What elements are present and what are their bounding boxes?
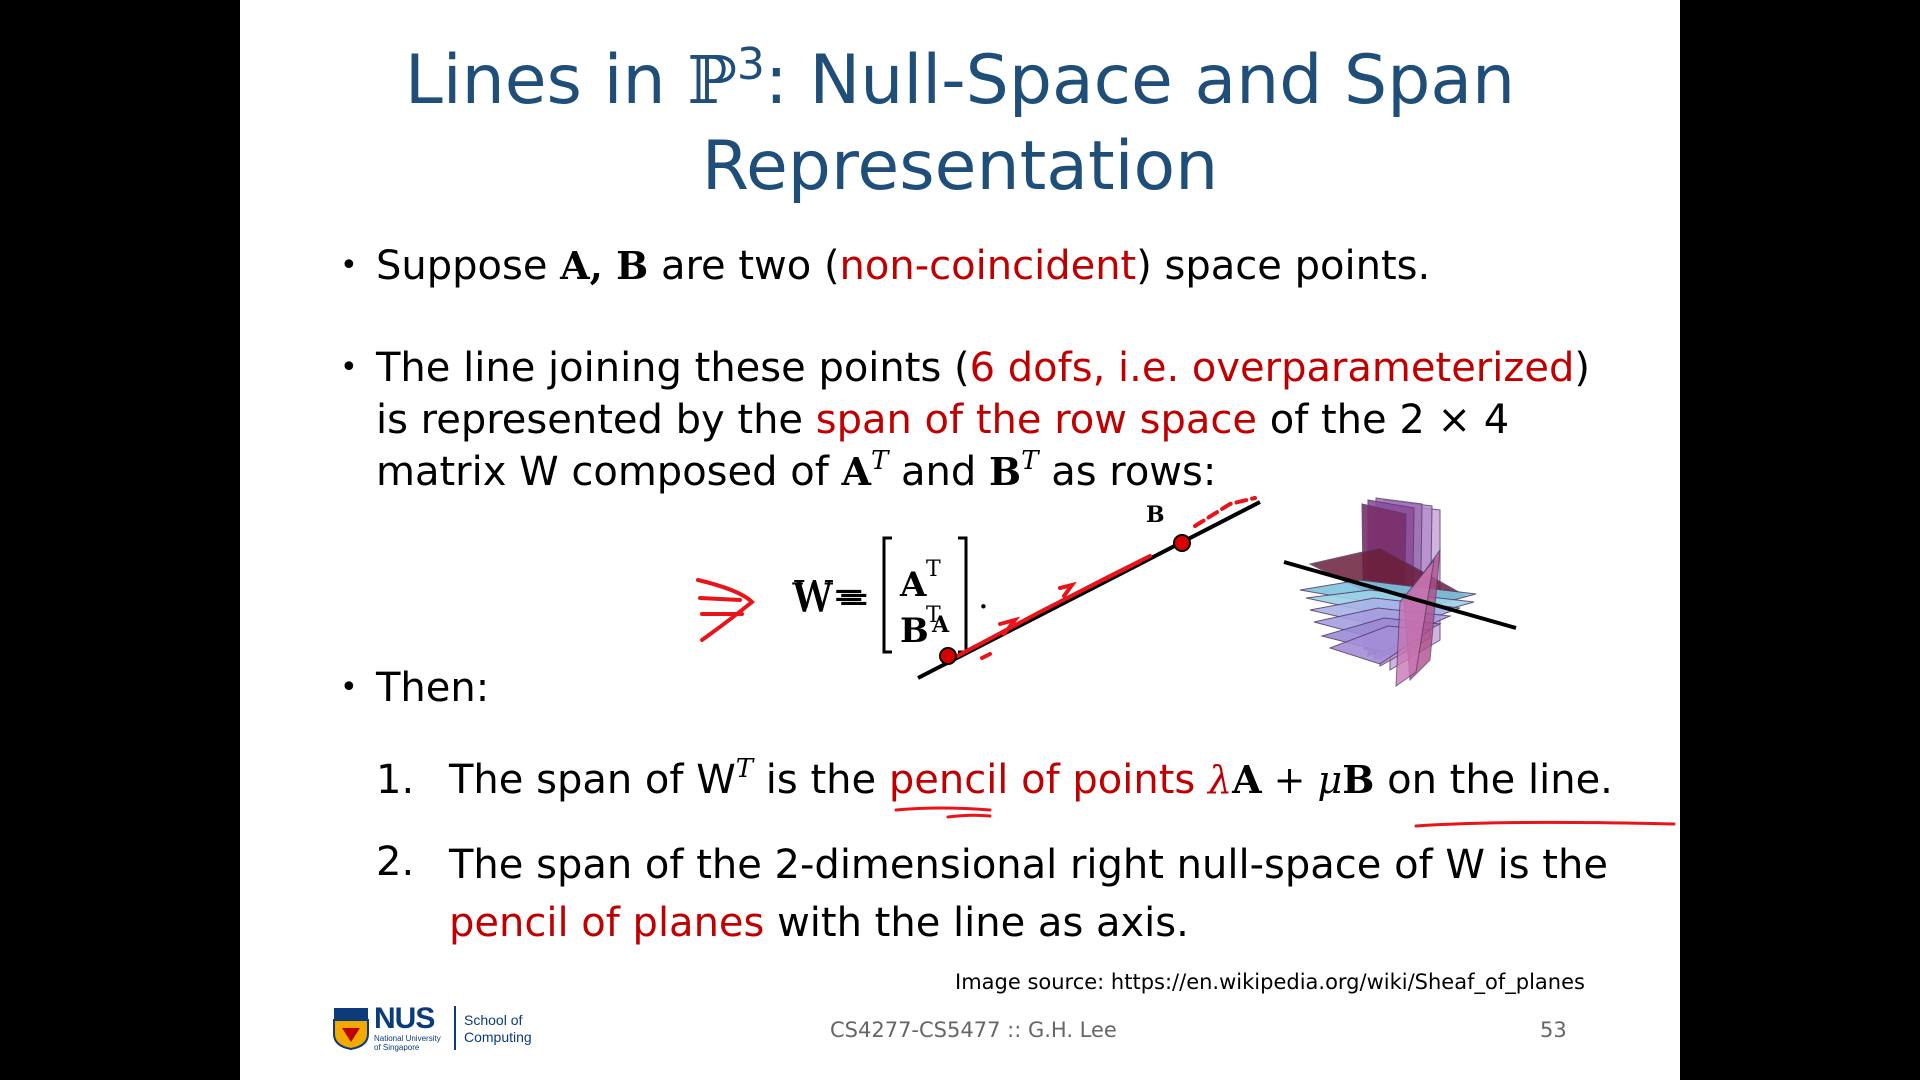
underline-on-line: [1414, 820, 1676, 828]
ink-underlines: [894, 806, 1676, 828]
math-plus: +: [1261, 758, 1318, 802]
projective-space-symbol: ℙ: [687, 42, 737, 119]
school-of-computing: School of Computing: [464, 1012, 532, 1046]
point-a: [939, 647, 957, 665]
matrix-period: .: [978, 577, 989, 617]
transpose-sup: T: [735, 754, 754, 784]
text-run: The line joining these points (: [376, 345, 970, 391]
course-footer: CS4277-CS5477 :: G.H. Lee: [830, 1018, 1117, 1042]
image-source: Image source: https://en.wikipedia.org/w…: [955, 970, 1585, 994]
matrix-row-a: A: [899, 565, 927, 605]
text-run: and: [888, 449, 990, 495]
underline-wt: [894, 806, 992, 812]
matrix-equals: =: [837, 576, 871, 622]
point-b: [1173, 534, 1191, 552]
school-line-1: School of: [464, 1012, 523, 1028]
list-item-2-text: The span of the 2-dimensional right null…: [449, 836, 1629, 952]
title-exponent: 3: [736, 39, 765, 90]
math-a: A: [1232, 757, 1262, 802]
math-mu: μ: [1317, 758, 1343, 802]
matrix-lhs: W: [792, 576, 833, 622]
matrix-eq-sign: =: [832, 572, 866, 618]
pencil-of-planes-figure: [1283, 497, 1517, 687]
nus-wordmark: NUS: [374, 1002, 435, 1035]
highlight-pencil-of-points: pencil of points: [888, 757, 1208, 803]
ink-implies-arrow: [696, 578, 755, 642]
math-a: A: [841, 449, 871, 494]
text-run: on the line.: [1374, 757, 1613, 803]
bullet-suppose-text: Suppose A, B are two (non-coincident) sp…: [376, 240, 1616, 292]
highlight-pencil-of-planes: pencil of planes: [449, 900, 765, 946]
bullet-marker: •: [340, 248, 358, 283]
title-suffix: : Null-Space and Span: [764, 41, 1516, 120]
math-points: A, B: [560, 243, 649, 288]
text-run: The span of W: [449, 757, 736, 803]
underline-wt-2: [946, 813, 992, 819]
bullet-line-joining-text: The line joining these points (6 dofs, i…: [376, 342, 1596, 498]
matrix-lhs-w: W: [794, 573, 833, 617]
matrix-row-b-sup: T: [926, 603, 941, 628]
text-run: with the line as axis.: [764, 900, 1189, 946]
text-run: are two (: [648, 243, 840, 289]
text-run: as rows:: [1038, 449, 1217, 495]
text-run: ) is represented by the: [376, 345, 1590, 443]
logo-divider: [454, 1006, 456, 1050]
bullet-marker: •: [340, 350, 358, 385]
math-b: B: [989, 449, 1022, 494]
list-item-1-text: The span of WT is the pencil of points λ…: [449, 754, 1629, 806]
school-line-2: Computing: [464, 1029, 532, 1045]
title-prefix: Lines in: [404, 41, 688, 120]
left-bracket: [882, 536, 892, 654]
bullet-marker: •: [340, 670, 358, 705]
matrix-row-b: B: [900, 611, 929, 651]
text-run: ) space points.: [1136, 243, 1431, 289]
text-run: Suppose: [376, 243, 561, 289]
label-a: A: [931, 612, 950, 638]
list-number: 2.: [376, 839, 415, 885]
page-number: 53: [1540, 1018, 1567, 1042]
nus-logo: NUS National University of Singapore Sch…: [332, 1002, 532, 1054]
nus-subtitle: National University of Singapore: [374, 1034, 441, 1052]
axis-line: [1283, 560, 1517, 630]
highlight-non-coincident: non-coincident: [839, 243, 1137, 289]
math-lambda: λ: [1207, 758, 1233, 802]
highlight-dofs: 6 dofs, i.e. overparameterized: [969, 345, 1575, 391]
title-line-1: Lines in ℙ3: Null-Space and Span: [240, 38, 1680, 124]
transpose-sup: T: [1021, 446, 1039, 476]
text-run: The span of the 2-dimensional right null…: [449, 842, 1608, 888]
list-number: 1.: [376, 757, 415, 803]
text-run: of the 2 × 4 matrix W composed of: [376, 397, 1510, 495]
plane-sheaf: [1299, 497, 1477, 687]
highlight-span-row-space: span of the row space: [815, 397, 1257, 443]
slide: Lines in ℙ3: Null-Space and Span Represe…: [240, 0, 1680, 1080]
transpose-sup: T: [870, 446, 889, 476]
matrix-equation: W =: [792, 576, 871, 622]
nus-crest-icon: [333, 1008, 369, 1050]
line-figure: B A: [917, 496, 1261, 680]
slide-title: Lines in ℙ3: Null-Space and Span Represe…: [240, 38, 1680, 210]
matrix-row-a-sup: T: [926, 557, 941, 582]
ink-overstroke: [948, 496, 1257, 662]
math-b: B: [1342, 757, 1375, 802]
text-run: is the: [753, 757, 889, 803]
bullet-then-text: Then:: [376, 665, 490, 711]
title-line-2: Representation: [701, 127, 1219, 206]
label-b: B: [1146, 502, 1165, 528]
